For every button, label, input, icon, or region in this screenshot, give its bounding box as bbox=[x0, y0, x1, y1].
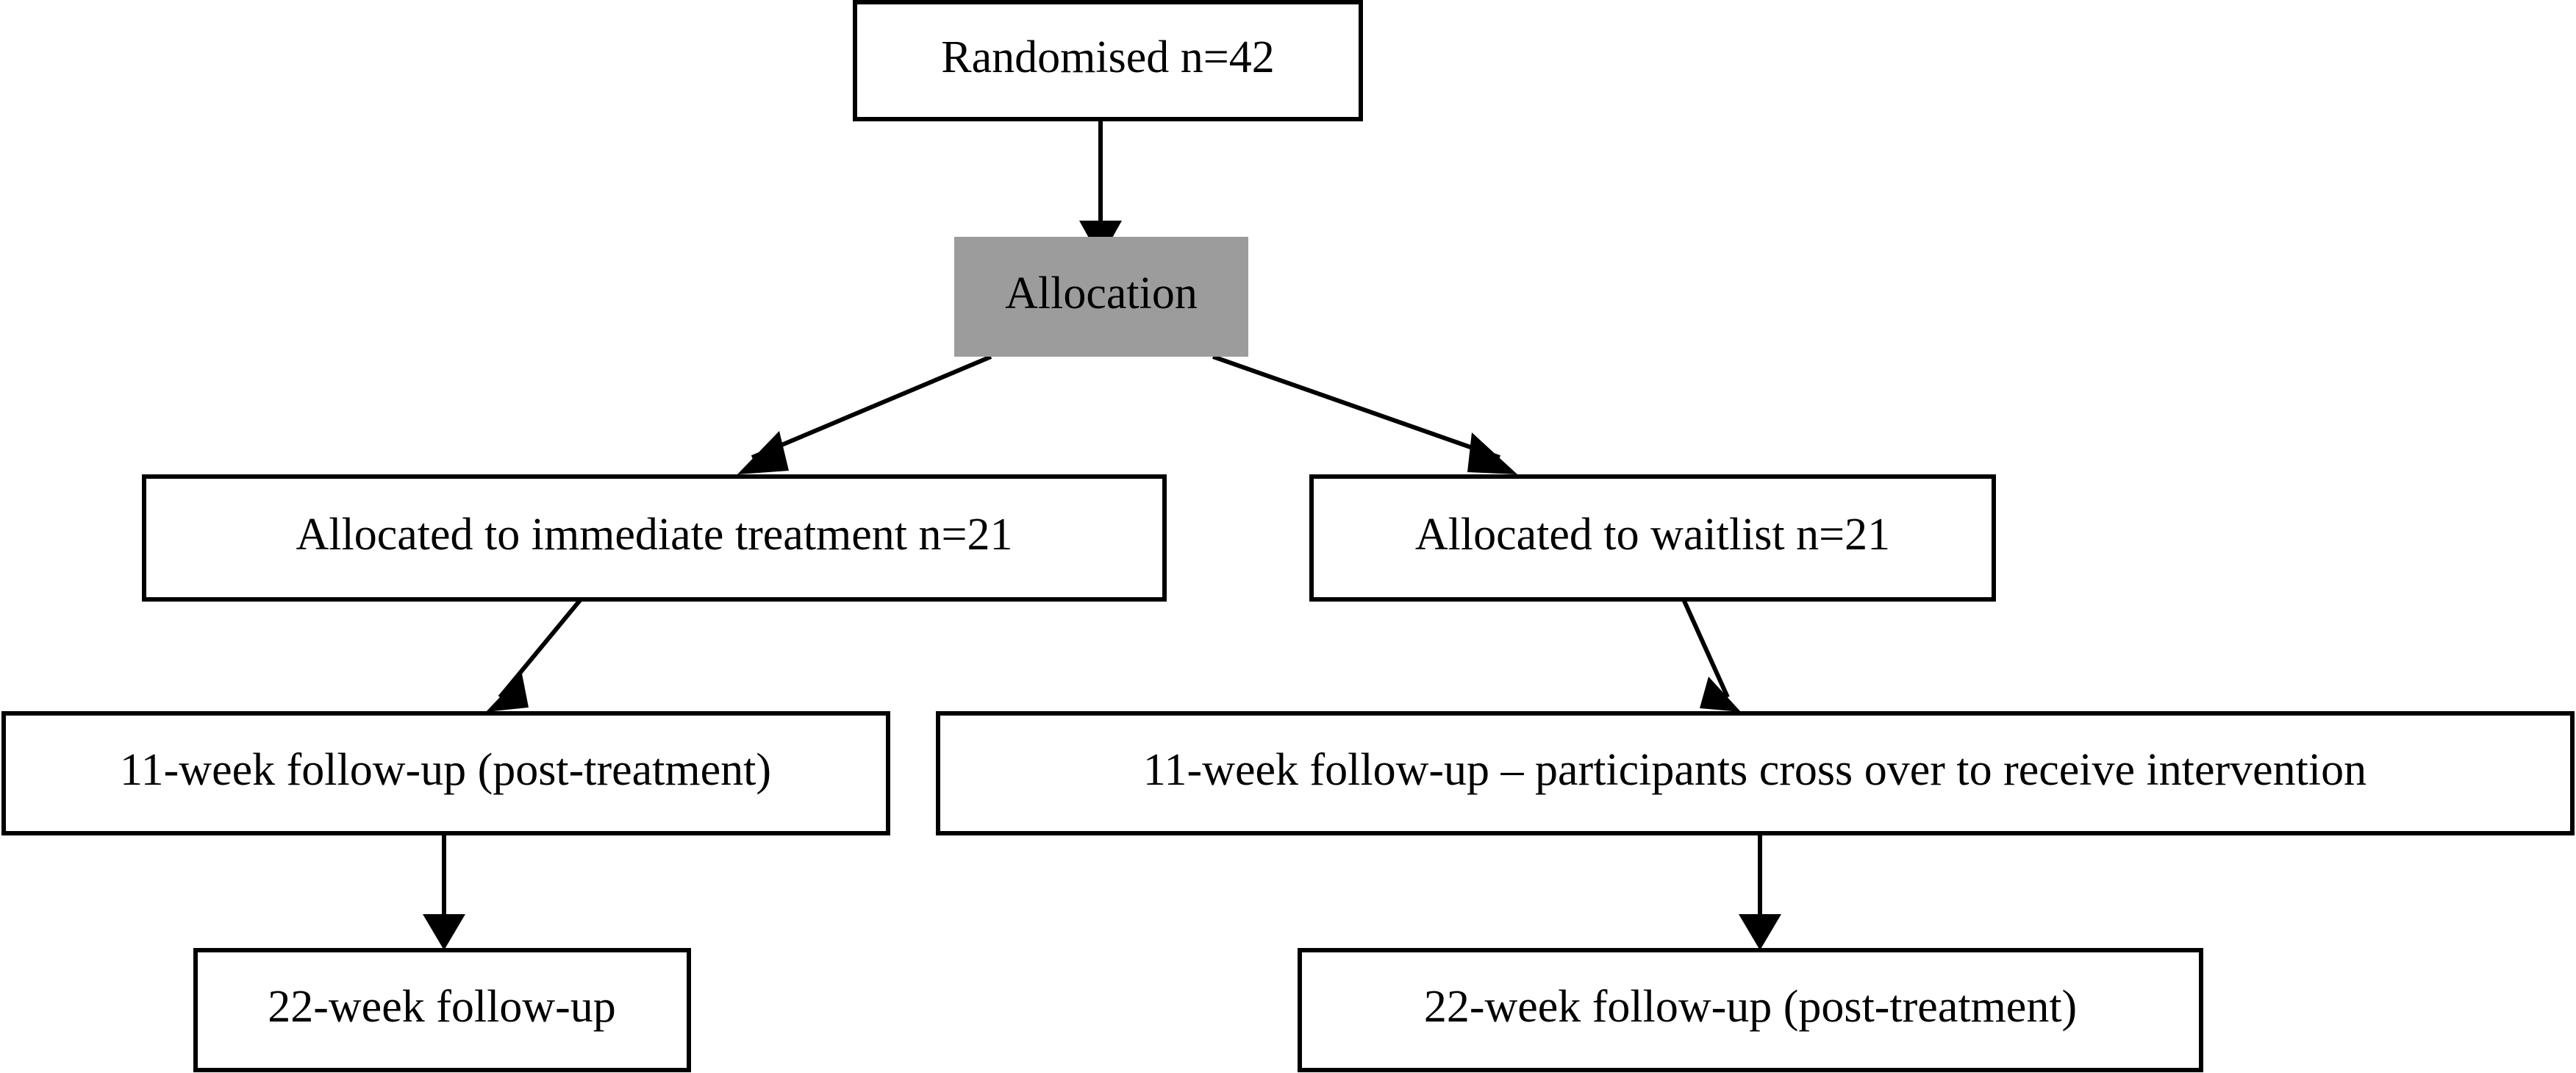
node-followup-22week-right-label: 22-week follow-up (post-treatment) bbox=[1424, 982, 2077, 1032]
edge-fu11-left-to-fu22-left bbox=[423, 833, 465, 950]
node-followup-22week-right-box[interactable] bbox=[1298, 948, 2203, 1072]
node-randomised[interactable]: Randomised n=42 bbox=[853, 0, 1363, 121]
edge-immediate-to-fu11-left bbox=[486, 598, 583, 712]
node-allocated-waitlist-box[interactable] bbox=[1309, 474, 1996, 602]
node-allocation-label: Allocation bbox=[1005, 268, 1198, 318]
node-allocated-waitlist-label: Allocated to waitlist n=21 bbox=[1415, 510, 1890, 560]
node-followup-11week-left-label: 11-week follow-up (post-treatment) bbox=[120, 745, 771, 795]
node-followup-22week-left-box[interactable] bbox=[193, 948, 691, 1072]
edge-allocation-to-immediate bbox=[737, 354, 992, 474]
node-followup-11week-right-label: 11-week follow-up – participants cross o… bbox=[1143, 745, 2366, 795]
node-allocation-box[interactable] bbox=[954, 237, 1248, 357]
node-followup-22week-left-label: 22-week follow-up bbox=[268, 982, 615, 1032]
node-followup-22week-left[interactable]: 22-week follow-up bbox=[193, 948, 691, 1072]
edge-fu11-right-to-fu22-right bbox=[1739, 833, 1781, 950]
node-followup-11week-left[interactable]: 11-week follow-up (post-treatment) bbox=[1, 711, 890, 835]
node-followup-11week-left-box[interactable] bbox=[1, 711, 890, 835]
edge-allocation-to-waitlist bbox=[1212, 354, 1517, 474]
node-randomised-label: Randomised n=42 bbox=[941, 32, 1274, 82]
node-allocated-immediate-treatment-box[interactable] bbox=[142, 474, 1167, 602]
node-followup-11week-right[interactable]: 11-week follow-up – participants cross o… bbox=[936, 711, 2575, 835]
node-allocation[interactable]: Allocation bbox=[954, 237, 1248, 357]
edge-waitlist-to-fu11-right bbox=[1681, 598, 1741, 712]
node-allocated-immediate-treatment-label: Allocated to immediate treatment n=21 bbox=[296, 510, 1013, 560]
node-followup-11week-right-box[interactable] bbox=[936, 711, 2575, 835]
node-allocated-waitlist[interactable]: Allocated to waitlist n=21 bbox=[1309, 474, 1996, 602]
node-randomised-box[interactable] bbox=[853, 0, 1363, 121]
node-followup-22week-right[interactable]: 22-week follow-up (post-treatment) bbox=[1298, 948, 2203, 1072]
node-allocated-immediate-treatment[interactable]: Allocated to immediate treatment n=21 bbox=[142, 474, 1167, 602]
